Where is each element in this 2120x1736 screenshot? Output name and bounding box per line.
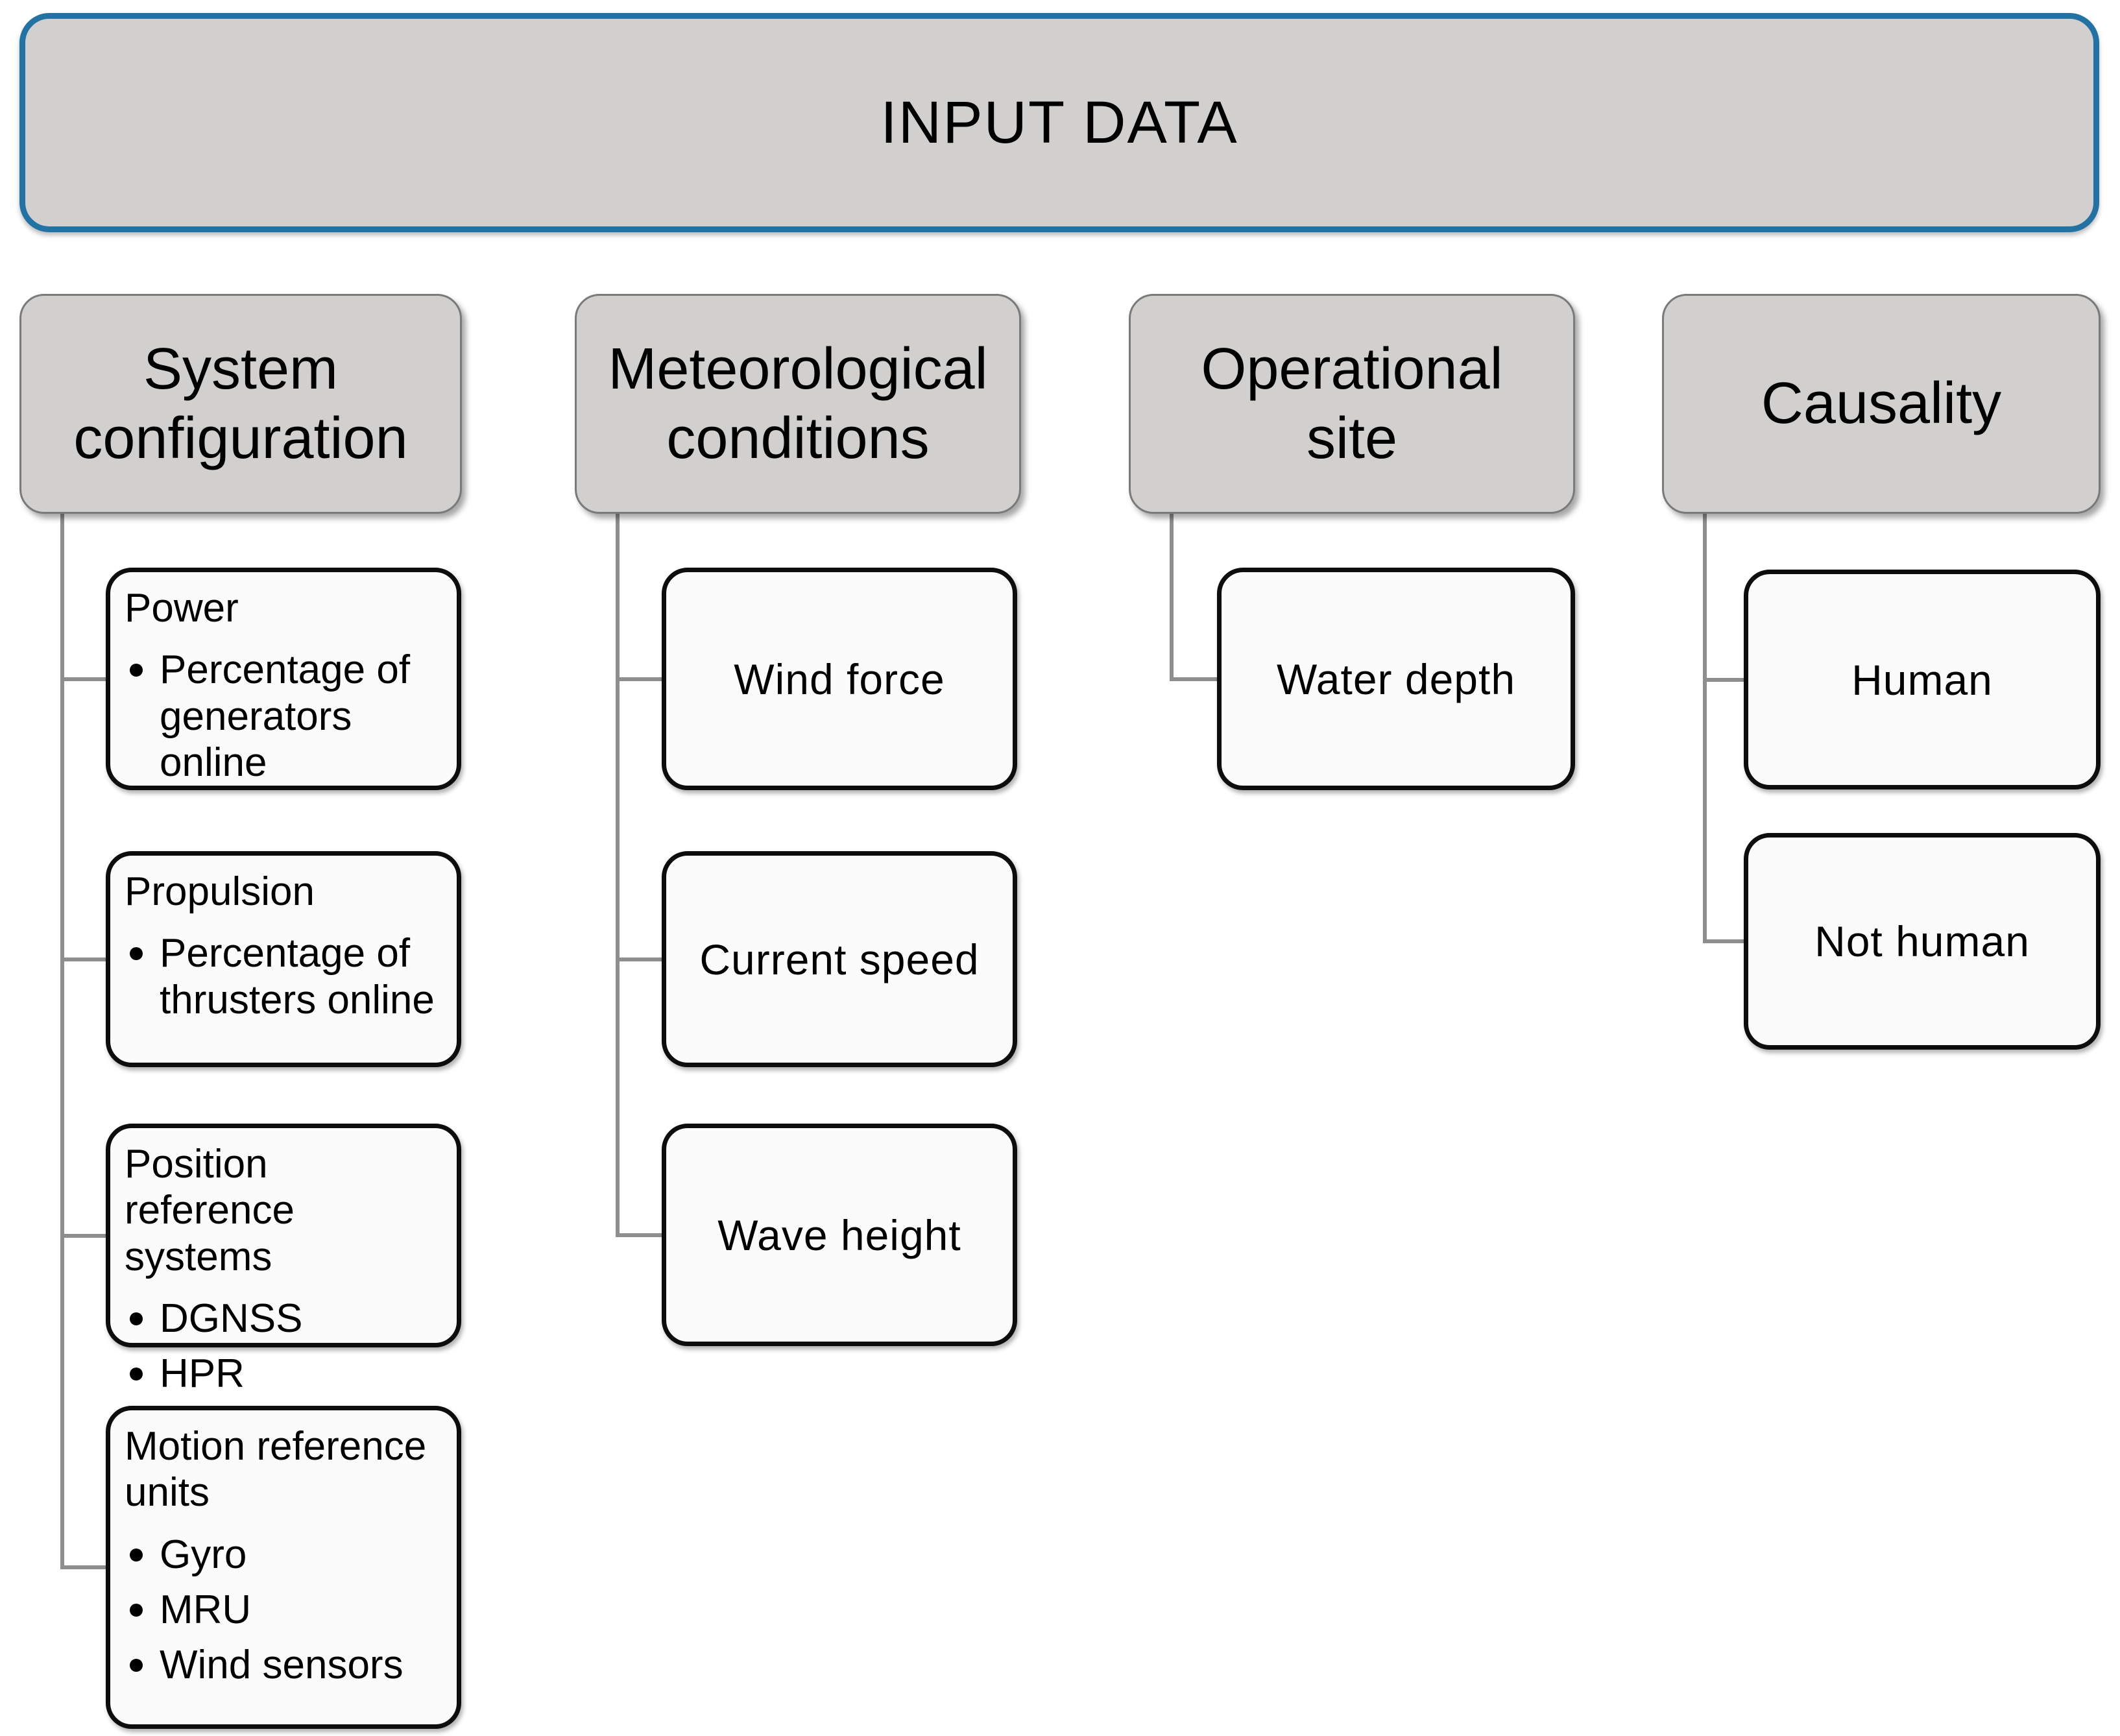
column-header-meteorological-conditions: Meteorological conditions [575, 294, 1021, 514]
box-label: Human [1851, 655, 1993, 704]
connector-line [60, 957, 106, 961]
bullet-item: Percentage of thrusters online [125, 930, 448, 1023]
bullet-text: DGNSS [160, 1296, 303, 1341]
box-water-depth: Water depth [1217, 568, 1575, 790]
box-current-speed: Current speed [662, 851, 1017, 1067]
column-header-label: Meteorological conditions [608, 337, 988, 471]
bullet-dot [130, 1368, 143, 1381]
bullet-item: HPR [125, 1351, 448, 1397]
box-position-reference-systems: Position reference systems DGNSS HPR [106, 1124, 461, 1396]
bullet-text: Percentage of thrusters online [160, 931, 435, 1022]
bullet-text: MRU [160, 1587, 252, 1632]
bullet-list: Gyro MRU Wind sensors [125, 1532, 448, 1689]
bullet-text: Gyro [160, 1532, 247, 1577]
bullet-list: DGNSS HPR [125, 1296, 448, 1397]
connector-line [616, 677, 662, 681]
box-label: Current speed [699, 935, 980, 983]
box-label: Wind force [734, 655, 945, 703]
bullet-text: Percentage of generators online [160, 647, 411, 785]
connector-line [616, 957, 662, 961]
bullet-dot [130, 1603, 143, 1617]
connector-line [60, 677, 106, 681]
box-wave-height: Wave height [662, 1124, 1017, 1346]
box-title: Propulsion [125, 869, 315, 914]
connector-line [60, 1233, 106, 1238]
column-header-causality: Causality [1662, 294, 2101, 514]
connector-line [1703, 939, 1744, 943]
box-power: Power Percentage of generators online [106, 568, 461, 790]
bullet-list: Percentage of generators online [125, 647, 448, 786]
box-motion-reference-units: Motion reference units Gyro MRU Wind sen… [106, 1406, 461, 1729]
bullet-dot [130, 1659, 143, 1672]
box-title: Position reference systems [125, 1142, 295, 1279]
box-title: Motion reference units [125, 1424, 427, 1515]
bullet-item: DGNSS [125, 1296, 448, 1342]
bullet-dot [130, 664, 143, 677]
connector-line [1170, 514, 1174, 681]
column-header-system-configuration: System configuration [19, 294, 462, 514]
box-label: Wave height [717, 1211, 961, 1259]
bullet-list: Percentage of thrusters online [125, 930, 448, 1023]
connector-line [616, 1233, 662, 1237]
connector-line [1703, 514, 1707, 943]
box-not-human: Not human [1744, 833, 2101, 1050]
input-data-header: INPUT DATA [19, 13, 2099, 232]
column-header-label: System configuration [73, 337, 408, 471]
connector-line [1703, 677, 1744, 682]
column-header-label: Causality [1761, 371, 2002, 437]
bullet-item: Percentage of generators online [125, 647, 448, 786]
column-header-label: Operational site [1201, 337, 1503, 471]
box-human: Human [1744, 570, 2101, 790]
box-label: Not human [1814, 917, 2030, 965]
bullet-dot [130, 1548, 143, 1561]
connector-line [1170, 677, 1217, 681]
input-data-title: INPUT DATA [880, 89, 1238, 156]
column-header-operational-site: Operational site [1129, 294, 1575, 514]
box-propulsion: Propulsion Percentage of thrusters onlin… [106, 851, 461, 1067]
box-title: Power [125, 586, 239, 631]
connector-line [60, 1565, 106, 1569]
bullet-dot [130, 947, 143, 961]
connector-line [616, 514, 620, 1237]
box-wind-force: Wind force [662, 568, 1017, 790]
bullet-item: Wind sensors [125, 1642, 448, 1688]
bullet-item: Gyro [125, 1532, 448, 1578]
bullet-dot [130, 1312, 143, 1325]
box-label: Water depth [1276, 655, 1516, 703]
connector-line [60, 514, 64, 1569]
bullet-text: Wind sensors [160, 1643, 404, 1688]
bullet-item: MRU [125, 1587, 448, 1633]
bullet-text: HPR [160, 1351, 245, 1397]
